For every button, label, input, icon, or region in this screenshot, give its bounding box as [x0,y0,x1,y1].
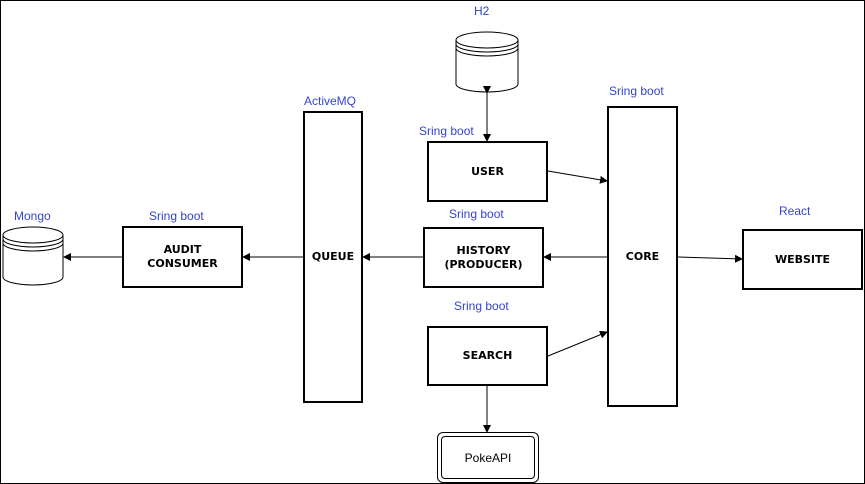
audit-consumer-node: AUDIT CONSUMER [122,226,243,288]
audit-consumer-label: AUDIT CONSUMER [147,243,218,270]
search-service-label: SEARCH [462,349,513,362]
queue-label: QUEUE [311,250,355,263]
search-service-node: SEARCH [427,326,548,386]
edge-user-core [540,165,608,184]
mongo-database-icon [2,226,64,286]
pokeapi-inner-border [441,436,535,479]
react-label: React [779,204,811,218]
core-node: CORE [607,106,678,407]
h2-label: H2 [474,4,490,18]
user-service-node: USER [427,141,548,202]
core-label: CORE [625,249,660,263]
edge-core-website [670,252,743,263]
pokeapi-node: PokeAPI [437,432,539,483]
search-framework-label: Sring boot [454,299,509,313]
history-producer-label: HISTORY (PRODUCER) [444,243,523,271]
user-framework-label: Sring boot [419,124,474,138]
audit-framework-label: Sring boot [149,209,204,223]
core-framework-label: Sring boot [609,84,664,98]
website-node: WEBSITE [742,229,863,290]
website-label: WEBSITE [774,252,831,266]
activemq-label: ActiveMQ [304,94,357,108]
edge-search-core [540,330,608,363]
h2-database-icon [455,31,519,93]
pokeapi-label: PokeAPI [464,450,512,465]
mongo-label: Mongo [14,209,51,223]
history-framework-label: Sring boot [449,207,504,221]
queue-node: QUEUE [303,111,363,403]
user-service-label: USER [471,164,504,178]
history-producer-node: HISTORY (PRODUCER) [423,227,544,288]
